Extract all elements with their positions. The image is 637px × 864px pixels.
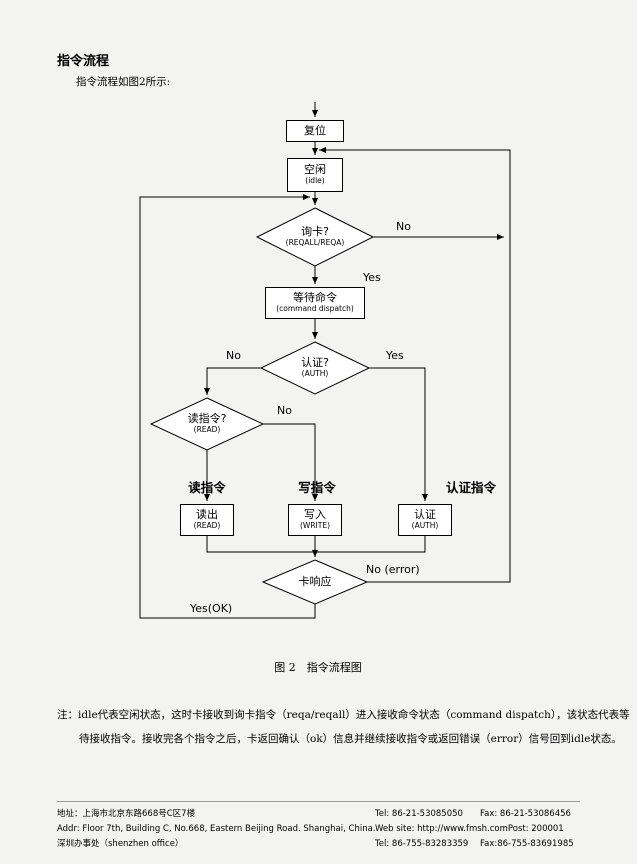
footer-address-cn: 地址：上海市北京东路668号C区7楼	[57, 809, 196, 819]
node-command-dispatch: 等待命令 (command dispatch)	[265, 287, 365, 319]
edge-label-auth-no: No	[226, 349, 241, 362]
node-auth-do: 认证 (AUTH)	[398, 504, 452, 536]
node-card-response-text: 卡响应	[267, 572, 363, 592]
footer-web-post: Web site: http://www.fmsh.com Post: 2000…	[375, 822, 574, 837]
diamond-read-check	[149, 397, 265, 451]
node-idle: 空闲 (idle)	[287, 158, 343, 192]
figure-caption: 图 2 指令流程图	[274, 661, 362, 674]
diamond-req-check	[255, 207, 375, 267]
footer-shenzhen-office: 深圳办事处（shenzhen office）	[57, 839, 184, 849]
note-line-1: 注：idle代表空闲状态，这时卡接收到询卡指令（reqa/reqall）进入接收…	[57, 709, 630, 721]
node-command-dispatch-sublabel: (command dispatch)	[276, 304, 354, 313]
node-req-check-text: 询卡? (REQALL/REQA)	[263, 218, 367, 256]
footer-tel-fax-sz: Tel: 86-755-83283359 Fax:86-755-83691985	[375, 837, 574, 852]
edge-label-resp-yes: Yes(OK)	[190, 602, 233, 615]
footer-tel-sh: Tel: 86-21-53085050	[375, 809, 463, 819]
node-read-check-text: 读指令? (READ)	[157, 408, 257, 440]
node-reset-label: 复位	[304, 123, 326, 137]
footer-left-block: 地址：上海市北京东路668号C区7楼 Addr: Floor 7th, Buil…	[57, 807, 376, 852]
node-auth-check-text: 认证? (AUTH)	[265, 352, 365, 384]
node-auth-check-sublabel: (AUTH)	[301, 369, 329, 378]
node-auth-check-label: 认证?	[301, 356, 329, 370]
edge-label-req-yes: Yes	[363, 271, 381, 284]
node-read-out: 读出 (READ)	[180, 504, 234, 536]
footer-tel-fax-sh: Tel: 86-21-53085050 Fax: 86-21-53086456	[375, 807, 574, 822]
node-read-out-sublabel: (READ)	[193, 521, 221, 530]
node-read-check-label: 读指令?	[187, 412, 227, 426]
node-req-check-label: 询卡?	[301, 225, 329, 239]
footer-website: Web site: http://www.fmsh.com	[375, 824, 508, 834]
node-auth-do-sublabel: (AUTH)	[411, 521, 439, 530]
edge-label-read-no: No	[277, 404, 292, 417]
footer-tel-sz: Tel: 86-755-83283359	[375, 839, 469, 849]
page-title: 指令流程	[57, 54, 110, 69]
edge-label-resp-no: No (error)	[366, 563, 420, 576]
branch-label-read-cmd: 读指令	[188, 480, 226, 495]
footer-divider	[57, 801, 580, 802]
diamond-auth-check	[259, 341, 371, 395]
node-read-check-sublabel: (READ)	[193, 425, 221, 434]
node-write-in: 写入 (WRITE)	[288, 504, 342, 536]
node-card-response-label: 卡响应	[298, 574, 332, 588]
edge-label-auth-yes: Yes	[386, 349, 404, 362]
footer-fax-sh: Fax: 86-21-53086456	[480, 809, 571, 819]
node-req-check-sublabel: (REQALL/REQA)	[285, 238, 345, 247]
node-write-in-sublabel: (WRITE)	[299, 521, 330, 530]
footer-postcode: Post: 200001	[507, 824, 564, 834]
footer-address-en: Addr: Floor 7th, Building C, No.668, Eas…	[57, 824, 376, 834]
branch-label-write-cmd: 写指令	[298, 480, 336, 495]
node-idle-sublabel: (idle)	[305, 176, 325, 185]
branch-label-auth-cmd: 认证指令	[445, 480, 496, 495]
note-line-2: 待接收指令。接收完各个指令之后，卡返回确认（ok）信息并继续接收指令或返回错误（…	[79, 733, 622, 745]
diamond-card-response	[261, 559, 369, 605]
node-reset: 复位	[286, 120, 344, 142]
edge-label-req-no: No	[396, 220, 411, 233]
footer-right-block: Tel: 86-21-53085050 Fax: 86-21-53086456 …	[375, 807, 574, 852]
footer-fax-sz: Fax:86-755-83691985	[480, 839, 574, 849]
page-subtitle: 指令流程如图2所示:	[76, 76, 171, 88]
